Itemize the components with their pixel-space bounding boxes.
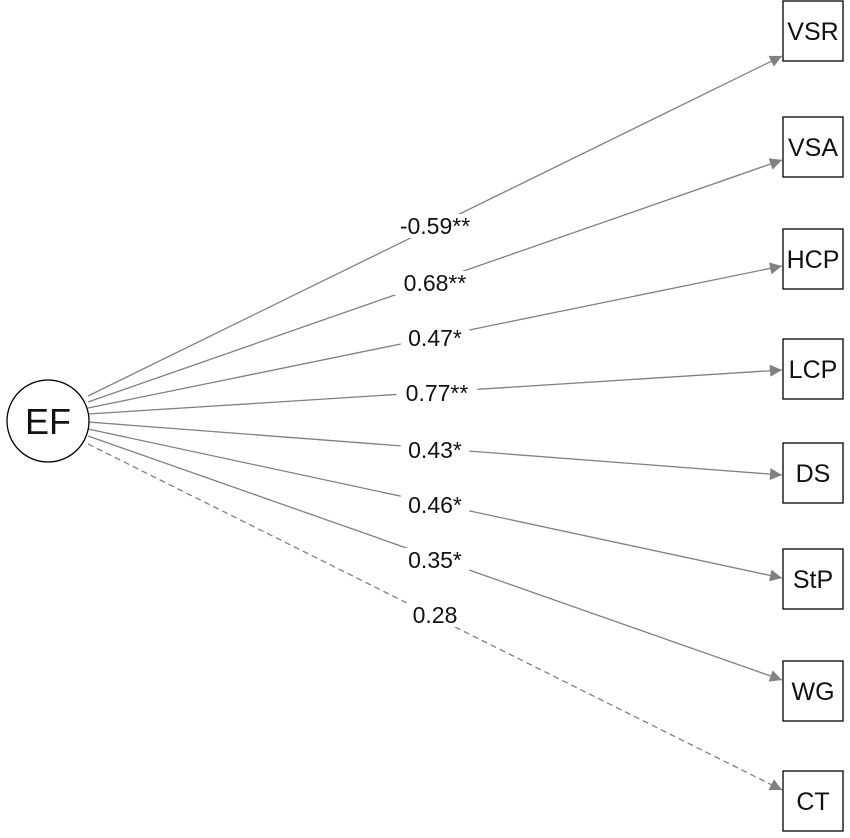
path-edges	[87, 55, 783, 791]
coefficient-label-bg-lcp	[396, 381, 478, 405]
indicator-box-vsa	[782, 116, 844, 178]
indicator-box-lcp	[782, 338, 844, 400]
indicator-box-hcp	[782, 228, 844, 290]
indicator-label-stp: StP	[793, 566, 833, 594]
coefficient-label-bg-hcp	[400, 326, 470, 350]
indicator-box-ct	[782, 770, 844, 832]
latent-circle	[6, 379, 90, 463]
indicator-box-ds	[782, 442, 844, 504]
coefficient-label-vsa: 0.68**	[404, 270, 467, 296]
indicator-node-wg: WG	[782, 660, 844, 722]
indicator-label-ct: CT	[796, 788, 829, 816]
coefficient-label-bg-ct	[407, 603, 463, 627]
indicator-node-ct: CT	[782, 770, 844, 832]
indicator-node-vsa: VSA	[782, 116, 844, 178]
indicator-box-stp	[782, 548, 844, 610]
indicator-label-ds: DS	[796, 460, 831, 488]
indicator-node-stp: StP	[782, 548, 844, 610]
coefficient-labels: -0.59** 0.68** 0.47* 0.77** 0.43* 0.46* 0.35* 0…	[388, 213, 482, 628]
indicator-label-lcp: LCP	[789, 356, 838, 384]
indicator-label-vsa: VSA	[788, 134, 838, 162]
indicator-label-wg: WG	[791, 678, 834, 706]
coefficient-label-bg-wg	[400, 548, 470, 572]
indicator-node-hcp: HCP	[782, 228, 844, 290]
coefficient-label-ct: 0.28	[413, 602, 458, 628]
coefficient-label-bg-vsa	[394, 271, 476, 295]
latent-label: EF	[25, 401, 71, 442]
coefficient-label-hcp: 0.47*	[408, 325, 462, 351]
indicator-label-hcp: HCP	[787, 246, 840, 274]
indicator-node-lcp: LCP	[782, 338, 844, 400]
coefficient-label-bg-ds	[400, 438, 470, 462]
coefficient-label-vsr: -0.59**	[400, 213, 470, 239]
latent-node: EF	[6, 379, 90, 463]
coefficient-label-lcp: 0.77**	[406, 380, 469, 406]
coefficient-label-bg-vsr	[388, 214, 482, 238]
indicator-node-vsr: VSR	[782, 0, 844, 62]
coefficient-label-wg: 0.35*	[408, 547, 462, 573]
coefficient-label-stp: 0.46*	[408, 492, 462, 518]
indicator-nodes: VSR VSA HCP LCP DS StP WG CT	[782, 0, 844, 832]
indicator-box-wg	[782, 660, 844, 722]
coefficient-label-ds: 0.43*	[408, 437, 462, 463]
coefficient-label-bg-stp	[400, 493, 470, 517]
indicator-node-ds: DS	[782, 442, 844, 504]
indicator-box-vsr	[782, 0, 844, 62]
indicator-label-vsr: VSR	[787, 18, 838, 46]
